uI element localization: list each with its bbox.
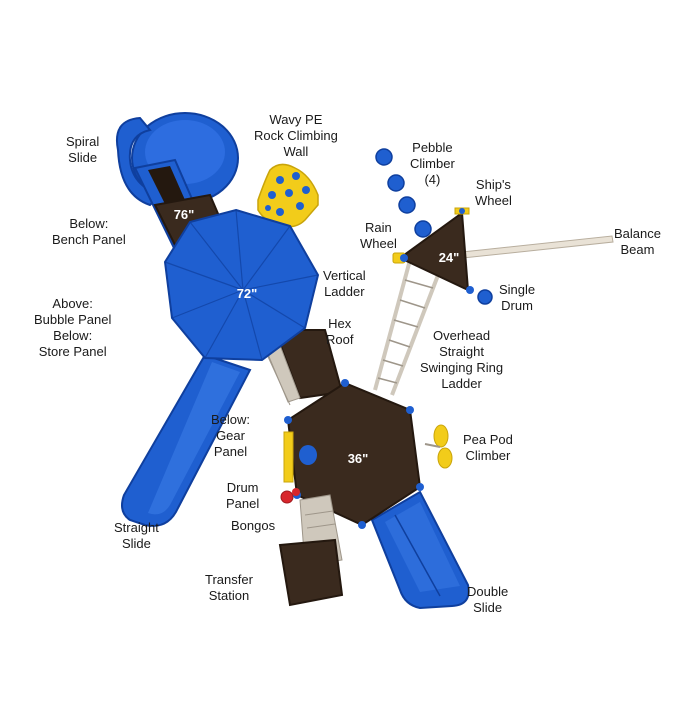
balance-beam <box>462 236 613 258</box>
wavy-rock-climbing-wall <box>258 164 318 226</box>
deck-72-label: 72" <box>237 286 258 301</box>
pea-pod-climber <box>425 425 452 468</box>
transfer-station <box>280 495 342 605</box>
label-bongos: Bongos <box>231 518 275 534</box>
label-bench-panel: Below:Bench Panel <box>52 216 126 248</box>
deck-24-label: 24" <box>439 250 460 265</box>
gear-panel <box>284 432 293 482</box>
single-drum <box>466 286 492 304</box>
ships-wheel <box>455 208 469 214</box>
rain-wheel <box>393 253 408 263</box>
deck-76-label: 76" <box>174 207 195 222</box>
deck-36-label: 36" <box>348 451 369 466</box>
bongos <box>281 488 300 503</box>
